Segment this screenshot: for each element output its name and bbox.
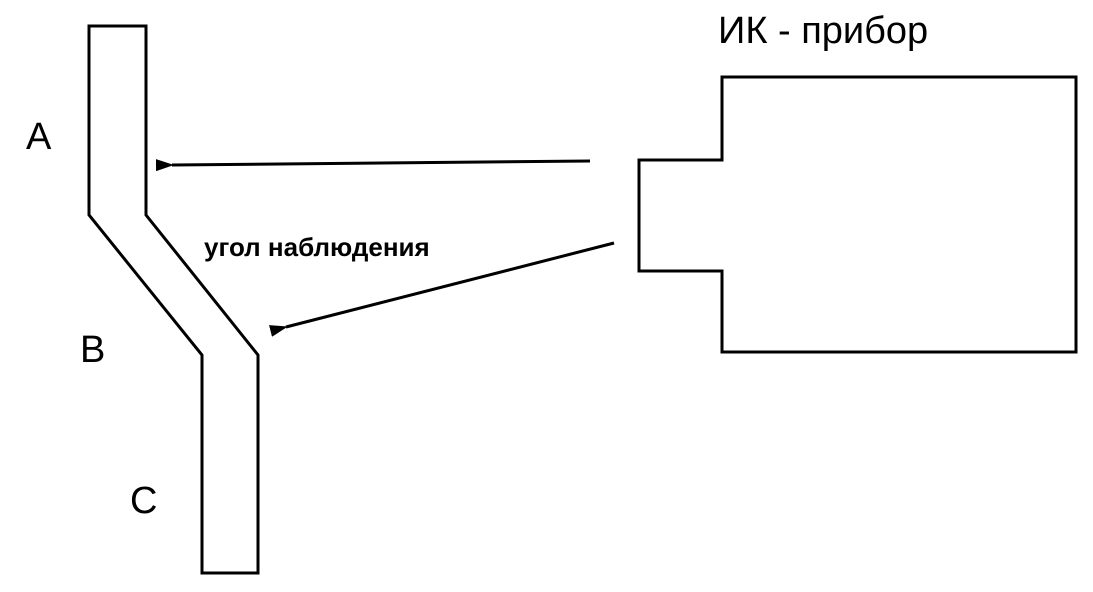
sample-outline [87,24,260,575]
device-label: ИК - прибор [718,10,929,52]
point-c-label: C [130,480,158,522]
arrow-to-a [155,159,591,172]
arrow-to-bend [269,241,615,337]
point-b-label: B [80,329,106,371]
ir-device-body [637,75,1078,354]
point-a-label: A [26,116,52,158]
observation-angle-label: угол наблюдения [204,232,430,262]
